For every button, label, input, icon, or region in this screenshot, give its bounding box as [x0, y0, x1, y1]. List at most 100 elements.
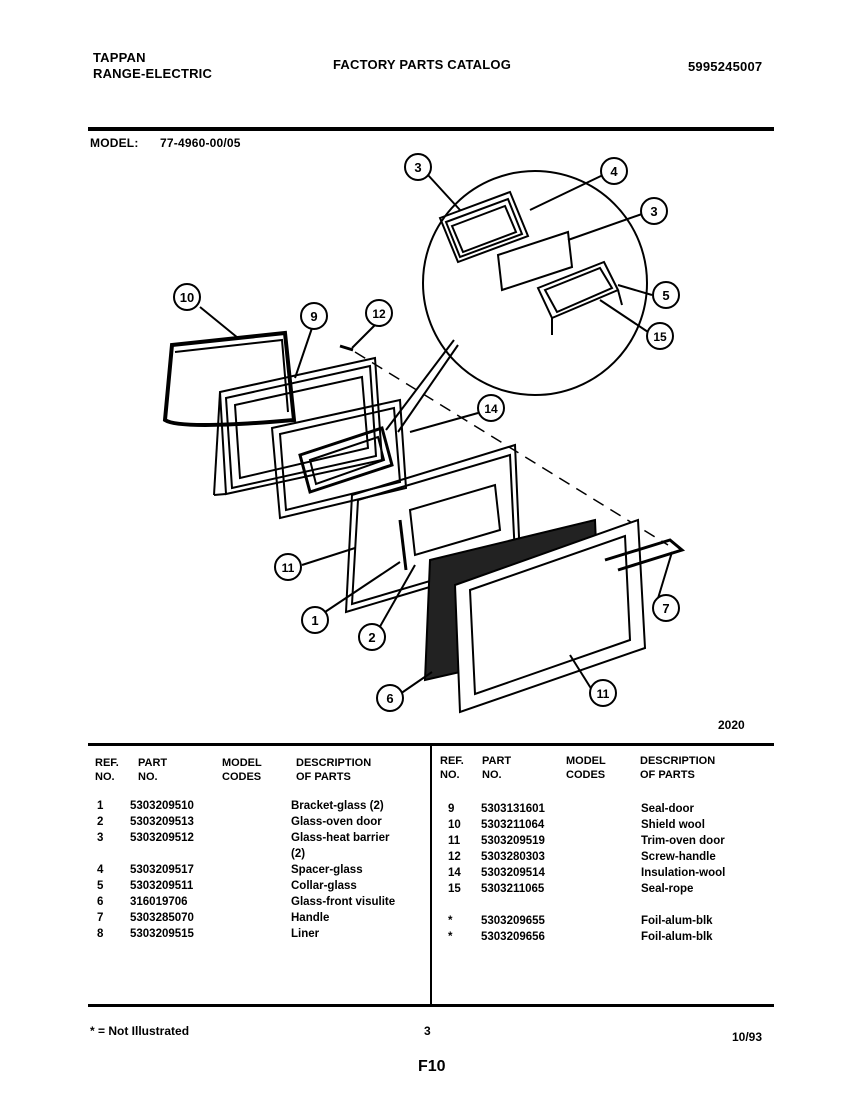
cell-part: 5303209513: [130, 816, 194, 828]
door-liner: [213, 356, 384, 496]
cell-part: 5303209511: [130, 880, 194, 892]
cell-part: 5303280303: [481, 851, 545, 863]
cell-part: 5303131601: [481, 803, 545, 815]
door-seal-gasket: [162, 330, 297, 427]
detail-collar-glass: [438, 190, 530, 264]
revision-date: 10/93: [732, 1030, 763, 1044]
cell-ref: 2: [97, 816, 104, 828]
brand-name: TAPPAN: [93, 50, 146, 65]
cell-desc: Seal-door: [641, 803, 695, 815]
detail-heat-barrier-glass: [496, 230, 574, 292]
oven-door-trim: [453, 518, 647, 714]
cell-ref: 8: [97, 928, 104, 940]
callout-3-top: [404, 153, 432, 181]
callout-7: [652, 594, 680, 622]
parts-table-row: [0, 899, 864, 914]
inner-window-frame: [298, 426, 394, 494]
col-header-ref-right: REF.NO.: [440, 755, 464, 781]
cell-part: 5303209519: [481, 835, 545, 847]
cell-ref: 5: [97, 880, 104, 892]
callout-text: 15: [653, 330, 667, 344]
screw-dashed-leader: [354, 351, 669, 546]
table-top-rule: [88, 743, 774, 746]
callout-text: 3: [414, 160, 421, 175]
callout-10: [274, 553, 302, 581]
col-header-ref: REF.NO.: [95, 757, 119, 783]
parts-table-row: 2 5303209513 Glass-oven door: [0, 816, 864, 831]
parts-table-row: 9 5303131601 Seal-door: [0, 803, 864, 818]
cell-part: 5303209655: [481, 915, 545, 927]
parts-table-row: 14 5303209514 Insulation-wool: [0, 867, 864, 882]
callout-text: 5: [662, 288, 669, 303]
cell-desc: Glass-front visulite: [291, 896, 396, 908]
detail-spacer-glass: [536, 260, 623, 335]
cell-desc: Insulation-wool: [641, 867, 726, 879]
callout-text: 10: [180, 290, 194, 305]
inner-panel: [270, 398, 408, 520]
cell-part: 316019706: [130, 896, 188, 908]
exploded-parts-diagram: 3 4 3 5 15 10 9 12 14 11 1 2 6 11 7: [162, 153, 686, 714]
callout-11: [589, 679, 617, 707]
cell-desc: Handle: [291, 912, 330, 924]
magnifier-leader-line: [397, 344, 459, 433]
callout-9: [173, 283, 201, 311]
callout-6: [376, 684, 404, 712]
callout-text: 4: [610, 164, 618, 179]
callout-text: 9: [310, 309, 317, 324]
catalog-number: 5995245007: [688, 59, 763, 74]
handle-screw: [339, 344, 354, 352]
cell-part: 5303211065: [481, 883, 545, 895]
cell-desc: Screw-handle: [641, 851, 716, 863]
callout-5: [652, 281, 680, 309]
model-number: 77-4960-00/05: [160, 136, 241, 150]
callout-text: 1: [311, 613, 318, 628]
parts-table-row: 5 5303209511 Collar-glass: [0, 880, 864, 895]
cell-ref: 7: [97, 912, 104, 924]
callout-text: 11: [282, 561, 295, 575]
catalog-title: FACTORY PARTS CATALOG: [333, 57, 512, 72]
cell-part: 5303209512: [130, 832, 194, 844]
callout-14: [477, 394, 505, 422]
cell-desc: Trim-oven door: [641, 835, 725, 847]
callout-text: 7: [662, 601, 669, 616]
cell-desc: Shield wool: [641, 819, 705, 831]
cell-desc: Glass-heat barrier: [291, 832, 390, 844]
parts-table-row: 3 5303209512 Glass-heat barrier: [0, 832, 864, 847]
callout-15: [646, 322, 674, 350]
table-bottom-rule: [88, 1004, 774, 1007]
callout-text: 3: [650, 204, 657, 219]
callout-8: [300, 302, 328, 330]
cell-ref: 9: [448, 803, 455, 815]
cell-ref: 11: [448, 835, 461, 847]
cell-part: 5303209514: [481, 867, 545, 879]
cell-desc: Liner: [291, 928, 320, 940]
cell-ref: 3: [97, 832, 104, 844]
cell-desc: Glass-oven door: [291, 816, 382, 828]
cell-ref: *: [448, 915, 453, 927]
callout-2: [358, 623, 386, 651]
cell-desc: Collar-glass: [291, 880, 357, 892]
magnifier-leader-line-2: [385, 339, 455, 431]
cell-part: 5303211064: [481, 819, 545, 831]
cell-ref: 15: [448, 883, 461, 895]
callout-1: [301, 606, 329, 634]
cell-desc: Spacer-glass: [291, 864, 363, 876]
cell-part: 5303285070: [130, 912, 194, 924]
callout-text: 14: [484, 402, 498, 416]
cell-ref: 4: [97, 864, 104, 876]
cell-ref: 10: [448, 819, 461, 831]
callout-text: 11: [597, 687, 610, 701]
parts-table-row: 10 5303211064 Shield wool: [0, 819, 864, 834]
cell-ref: 14: [448, 867, 461, 879]
callout-text: 6: [386, 691, 393, 706]
cell-ref: 1: [97, 800, 104, 812]
